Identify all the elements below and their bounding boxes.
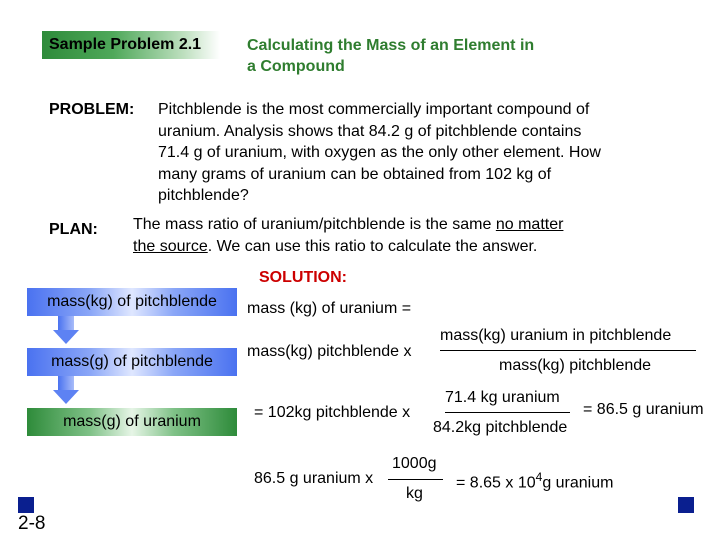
equation-4-result: = 8.65 x 104g uranium: [456, 470, 613, 492]
problem-line: uranium. Analysis shows that 84.2 g of p…: [158, 122, 582, 140]
previous-slide-square-icon[interactable]: [18, 497, 34, 513]
flow-box-mass-g-uranium: mass(g) of uranium: [27, 408, 237, 436]
result-unit: g uranium: [542, 474, 614, 492]
problem-line: 71.4 g of uranium, with oxygen as the on…: [158, 144, 601, 161]
equation-2-numerator: mass(kg) uranium in pitchblende: [440, 327, 672, 344]
plan-line-2: the source. We can use this ratio to cal…: [133, 236, 703, 258]
fraction-bar: [445, 412, 570, 413]
equation-2-denominator: mass(kg) pitchblende: [499, 357, 652, 374]
problem-text: Pitchblende is the most commercially imp…: [158, 99, 698, 207]
equation-mass-uranium: mass (kg) of uranium =: [247, 300, 412, 317]
equation-4-numerator: 1000g: [392, 455, 437, 472]
result-mantissa: = 8.65 x 10: [456, 474, 536, 492]
equation-3-denominator: 84.2kg pitchblende: [433, 419, 568, 436]
plan-text: The mass ratio of uranium/pitchblende is…: [133, 214, 703, 257]
equation-2-left: mass(kg) pitchblende x: [247, 343, 412, 360]
page-number: 2-8: [18, 513, 46, 534]
problem-line: pitchblende?: [158, 187, 249, 204]
plan-text-part: . We can use this ratio to calculate the…: [207, 237, 538, 255]
page-title: Calculating the Mass of an Element in a …: [247, 35, 607, 77]
fraction-bar: [388, 479, 443, 480]
title-line-1: Calculating the Mass of an Element in: [247, 37, 535, 54]
down-arrow-icon: [53, 376, 79, 406]
plan-underlined-text: the source: [133, 237, 208, 255]
result-exponent: 4: [535, 470, 543, 484]
title-line-2: a Compound: [247, 58, 345, 75]
plan-underlined-text: no matter: [495, 216, 564, 233]
equation-3-numerator: 71.4 kg uranium: [445, 389, 560, 406]
equation-4-left: 86.5 g uranium x: [254, 470, 374, 487]
fraction-bar: [440, 350, 696, 351]
plan-label: PLAN:: [49, 221, 98, 238]
equation-4-denominator: kg: [406, 485, 423, 502]
equation-3-left: = 102kg pitchblende x: [254, 404, 411, 421]
flow-box-mass-kg-pitchblende: mass(kg) of pitchblende: [27, 288, 237, 316]
equation-3-result: = 86.5 g uranium: [583, 401, 704, 418]
solution-label: SOLUTION:: [259, 269, 347, 286]
down-arrow-icon: [53, 316, 79, 346]
sample-problem-badge: Sample Problem 2.1: [42, 31, 220, 59]
problem-line: Pitchblende is the most commercially imp…: [158, 101, 590, 118]
problem-line: many grams of uranium can be obtained fr…: [158, 165, 552, 183]
plan-text-part: The mass ratio of uranium/pitchblende is…: [133, 216, 496, 233]
problem-label: PROBLEM:: [49, 101, 135, 118]
flow-box-mass-g-pitchblende: mass(g) of pitchblende: [27, 348, 237, 376]
next-slide-square-icon[interactable]: [678, 497, 694, 513]
plan-line-1: The mass ratio of uranium/pitchblende is…: [133, 214, 703, 236]
